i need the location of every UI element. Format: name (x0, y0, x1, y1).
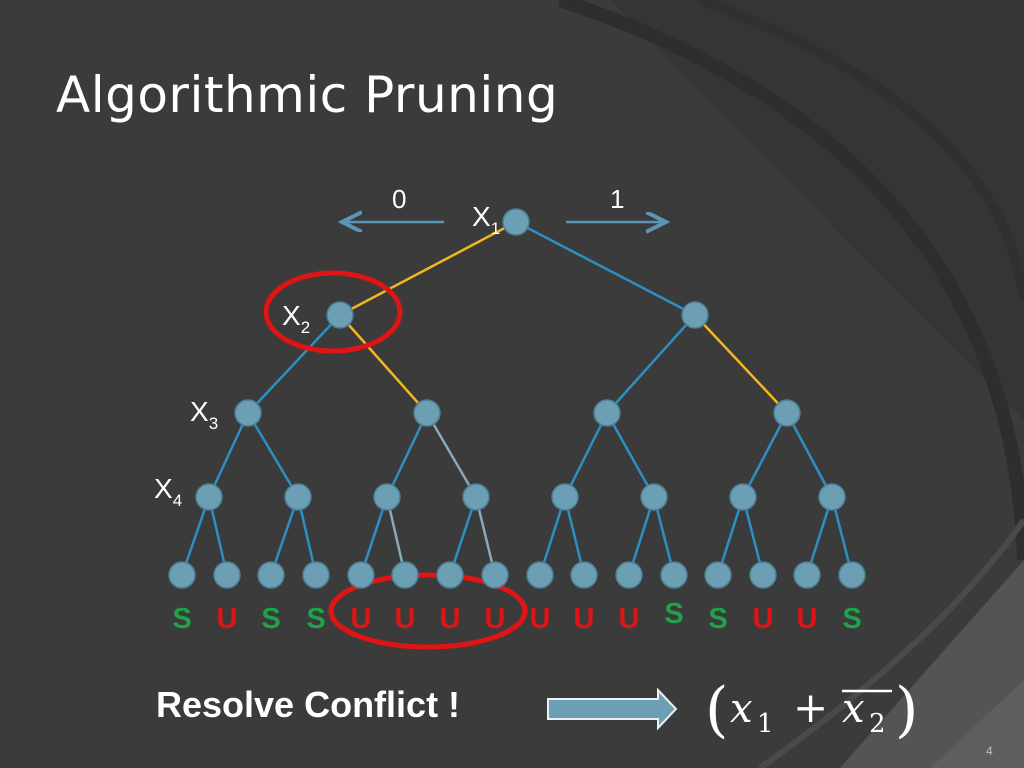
tree-edge (207, 412, 250, 498)
tree-node (593, 399, 621, 427)
leaf-label: S (664, 598, 683, 630)
tree-edge (339, 314, 428, 414)
svg-text:1: 1 (757, 709, 774, 739)
tree-node (326, 301, 354, 329)
leaf-label: U (753, 603, 774, 635)
tree-node (551, 483, 579, 511)
leaf-label: U (217, 603, 238, 635)
leaf-node (570, 561, 598, 589)
leaf-node (793, 561, 821, 589)
leaf-label: U (797, 603, 818, 635)
x2-highlight-ellipse (263, 270, 403, 354)
leaf-label: U (351, 603, 372, 635)
block-arrow (547, 687, 678, 731)
leaf-node (257, 561, 285, 589)
tree-edge (247, 314, 341, 414)
tree-edge (180, 496, 211, 576)
resolve-conflict-message: Resolve Conflict ! (156, 684, 461, 725)
branch-label-left: 0 (392, 184, 406, 214)
leaf-node (391, 561, 419, 589)
variable-label-x4: X4 (154, 473, 182, 510)
leaf-node (660, 561, 688, 589)
leaf-label: U (440, 603, 461, 635)
pruned-leaves-highlight-ellipse (328, 572, 528, 650)
leaf-label: U (485, 603, 506, 635)
leaf-node (838, 561, 866, 589)
tree-node (413, 399, 441, 427)
tree-edge (385, 412, 429, 498)
leaf-label: U (619, 603, 640, 635)
tree-edges (180, 220, 854, 576)
leaf-label: U (395, 603, 416, 635)
leaf-node (168, 561, 196, 589)
variable-label-x3: X3 (190, 396, 218, 433)
tree-edge (741, 412, 789, 498)
leaf-node (615, 561, 643, 589)
tree-edge (246, 412, 300, 498)
tree-edge (425, 412, 478, 498)
leaf-node (436, 561, 464, 589)
leaf-label: U (530, 603, 551, 635)
leaf-label: U (574, 603, 595, 635)
tree-edge (515, 220, 696, 317)
tree-node (681, 301, 709, 329)
tree-nodes (168, 208, 866, 589)
svg-text:): ) (895, 675, 918, 745)
leaf-label: S (261, 603, 280, 635)
tree-edge (785, 412, 834, 498)
tree-edge (563, 412, 609, 498)
branch-label-right: 1 (610, 184, 624, 214)
tree-node (773, 399, 801, 427)
tree-node (284, 483, 312, 511)
leaf-node (347, 561, 375, 589)
svg-text:(: ( (705, 675, 728, 745)
tree-node (818, 483, 846, 511)
tree-node (373, 483, 401, 511)
leaf-node (302, 561, 330, 589)
leaf-node (481, 561, 509, 589)
slide-title: Algorithmic Pruning (56, 66, 559, 124)
tree-node (502, 208, 530, 236)
leaf-label: S (708, 603, 727, 635)
svg-text:x: x (730, 686, 753, 732)
tree-edge (605, 412, 656, 498)
leaf-label: S (306, 603, 325, 635)
tree-node (195, 483, 223, 511)
tree-node (462, 483, 490, 511)
leaf-label: S (172, 603, 191, 635)
leaf-label: S (842, 603, 861, 635)
leaf-node (526, 561, 554, 589)
formula: ( x 1 + x 2 ) (705, 675, 918, 745)
tree-edge (606, 314, 696, 414)
tree-node (234, 399, 262, 427)
svg-text:2: 2 (869, 709, 886, 739)
leaf-node (704, 561, 732, 589)
svg-text:+: + (793, 683, 828, 732)
tree-node (640, 483, 668, 511)
svg-text:x: x (842, 686, 865, 732)
tree-node (729, 483, 757, 511)
leaf-node (213, 561, 241, 589)
tree-edge (269, 496, 300, 576)
leaf-node (749, 561, 777, 589)
tree-edge (694, 314, 788, 414)
page-number: 4 (986, 744, 993, 758)
variable-label-x2: X2 (282, 300, 310, 337)
tree-edge (339, 220, 517, 317)
variable-label-x1: X1 (472, 201, 500, 238)
